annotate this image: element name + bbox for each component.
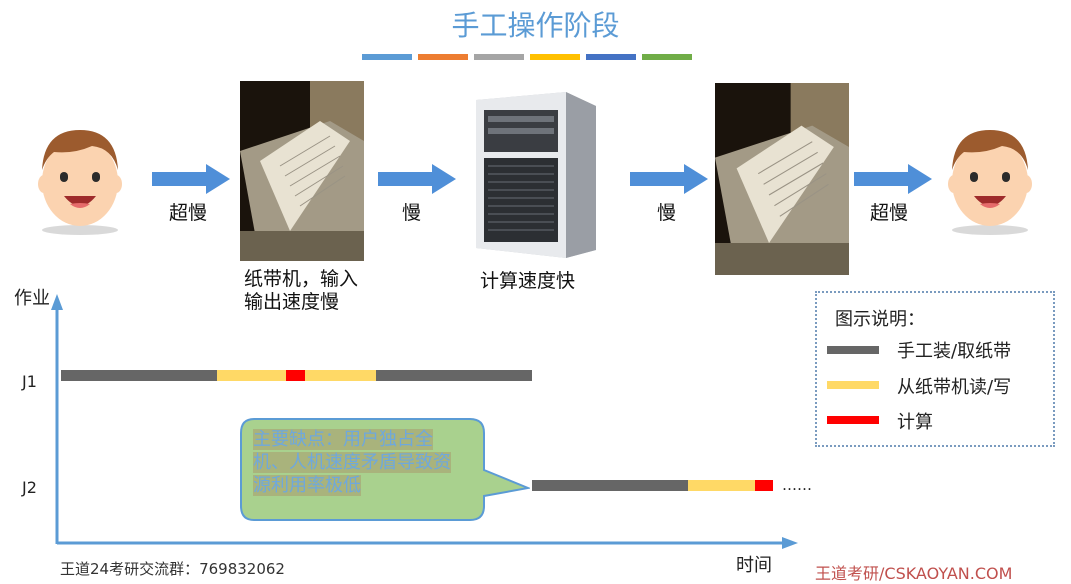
- tape-machine-caption-line2: 输出速度慢: [244, 291, 340, 313]
- title-stripe-2: [418, 54, 468, 60]
- row-label-j1: J1: [22, 372, 37, 391]
- title-stripe-1: [362, 54, 412, 60]
- j1-manual-segment-2: [376, 370, 532, 381]
- callout-text-wrap: 主要缺点：用户独占全机、人机速度矛盾导致资源利用率极低: [253, 428, 463, 497]
- arrow-label-3: 慢: [657, 202, 677, 224]
- arrow-label-4: 超慢: [870, 202, 909, 224]
- flow-arrow-2-icon: [378, 164, 456, 194]
- legend-box: 图示说明： 手工装/取纸带 从纸带机读/写 计算: [815, 291, 1055, 447]
- title-stripe-4: [530, 54, 580, 60]
- footer-site-text: 王道考研/CSKAOYAN.COM: [815, 564, 1013, 583]
- tape-machine-image-1: [240, 81, 364, 261]
- j1-manual-segment-1: [61, 370, 217, 381]
- title-stripe-6: [642, 54, 692, 60]
- footer-group-text: 王道24考研交流群：769832062: [60, 560, 285, 578]
- j2-manual-segment: [532, 480, 688, 491]
- timeline-axes: [51, 294, 798, 549]
- legend-label-io: 从纸带机读/写: [897, 377, 1012, 398]
- title-stripe-3: [474, 54, 524, 60]
- row-label-j2: J2: [22, 478, 37, 497]
- computer-tower-icon: [476, 92, 596, 258]
- flow-arrow-3-icon: [630, 164, 708, 194]
- user-face-icon: [38, 130, 122, 235]
- y-axis-label: 作业: [14, 288, 50, 309]
- j1-io-segment-1: [217, 370, 286, 381]
- x-axis-label: 时间: [736, 555, 772, 576]
- j2-io-segment: [688, 480, 755, 491]
- legend-swatch-io: [827, 381, 879, 389]
- flow-arrow-1-icon: [152, 164, 230, 194]
- computer-caption: 计算速度快: [480, 270, 576, 292]
- j2-continuation: ……: [782, 476, 812, 494]
- page-title: 手工操作阶段: [451, 9, 620, 42]
- tape-machine-image-2: [715, 83, 849, 275]
- arrow-label-1: 超慢: [169, 202, 208, 224]
- flow-arrow-4-icon: [854, 164, 932, 194]
- callout-text: 主要缺点：用户独占全机、人机速度矛盾导致资源利用率极低: [253, 429, 451, 496]
- arrow-label-2: 慢: [402, 202, 422, 224]
- legend-title: 图示说明：: [835, 309, 925, 330]
- title-stripe-5: [586, 54, 636, 60]
- legend-label-compute: 计算: [897, 412, 933, 433]
- callout-bubble: 主要缺点：用户独占全机、人机速度矛盾导致资源利用率极低: [240, 418, 484, 522]
- j1-io-segment-2: [305, 370, 376, 381]
- legend-swatch-compute: [827, 416, 879, 424]
- j2-compute-segment: [755, 480, 773, 491]
- tape-machine-caption-line1: 纸带机，输入: [244, 268, 359, 290]
- legend-label-manual: 手工装/取纸带: [897, 341, 1012, 362]
- j1-compute-segment: [286, 370, 305, 381]
- legend-swatch-manual: [827, 346, 879, 354]
- user-face-icon: [948, 130, 1032, 235]
